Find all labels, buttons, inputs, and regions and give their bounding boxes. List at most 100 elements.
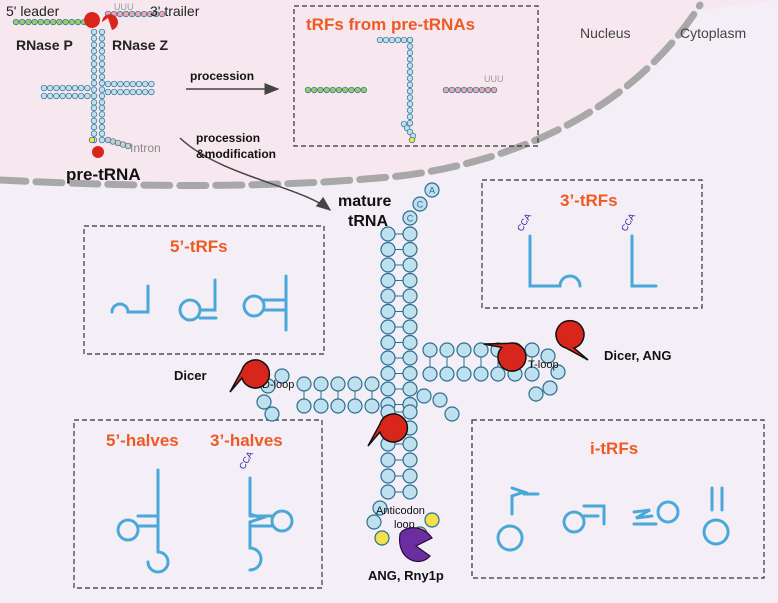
pre-stem-bead <box>90 48 98 55</box>
intron-bead <box>124 142 132 150</box>
intron-label: Intron <box>130 141 161 155</box>
pre-stem-bead <box>90 86 98 93</box>
dicer-t-loop-enzyme <box>483 342 527 372</box>
trailer-bead <box>122 10 130 18</box>
i-trf-fragment-4 <box>702 486 730 546</box>
mature-trna-structure: CCA <box>256 182 566 546</box>
five-trfs-title: 5’-tRFs <box>170 237 228 256</box>
pre-ac-bead <box>98 136 106 144</box>
pre-frag-arm-bead <box>406 36 414 44</box>
pre-d-arm-bead <box>78 84 85 92</box>
pre-d-arm-bead <box>40 84 48 92</box>
acceptor-stem-bead <box>402 365 418 382</box>
pre-frag-trailer-bead <box>484 86 492 94</box>
leader-bead <box>19 18 26 26</box>
pre-d-arm-bead <box>78 92 85 100</box>
three-trf-fragment-2 <box>630 234 658 288</box>
pre-d-arm-bead <box>40 92 48 100</box>
pre-frag-stem-bead <box>406 62 414 69</box>
acceptor-stem-bead <box>380 381 396 397</box>
pre-t-arm-bead <box>148 80 155 88</box>
pre-frag-stem-bead <box>406 43 414 50</box>
pre-t-arm-bead <box>135 80 143 88</box>
variable-loop-bead <box>416 388 432 404</box>
pre-frag-stem-bead <box>406 75 414 82</box>
acceptor-stem-bead <box>402 303 418 320</box>
leader-bead <box>74 18 82 26</box>
pre-frag-trailer-bead <box>448 86 456 94</box>
i-trf-fragment-3 <box>632 500 680 526</box>
t-loop-bead <box>540 348 556 364</box>
acceptor-stem-bead <box>402 288 418 304</box>
pre-frag-leader-bead <box>317 86 324 94</box>
acceptor-stem-bead <box>380 288 396 304</box>
t-loop-bead <box>528 386 544 402</box>
acceptor-stem-bead <box>402 272 418 289</box>
pre-trna-uuu: UUU <box>114 2 134 12</box>
pre-ac-bead <box>98 111 106 118</box>
trailer-bead <box>146 10 154 18</box>
trailer-bead <box>140 10 148 18</box>
cca-bead <box>402 210 418 226</box>
leader-bead-chain <box>12 18 88 26</box>
pre-frag-stem-bead <box>406 49 414 56</box>
pre-frag-leader-bead <box>304 86 312 94</box>
intron-splice-enzyme <box>92 146 104 158</box>
five-trfs-box <box>83 225 325 355</box>
acceptor-stem-bead <box>380 303 396 320</box>
anticodon-stem-bead <box>402 404 418 420</box>
pre-trna-label: pre-tRNA <box>66 165 141 184</box>
five-halves-title: 5’-halves <box>106 431 179 450</box>
acceptor-stem-bead <box>380 334 396 351</box>
pre-ac-bead <box>90 130 98 137</box>
pre-d-arm-bead <box>59 84 66 92</box>
rny1p-enzyme <box>399 527 433 563</box>
three-halves-title: 3’-halves <box>210 431 283 450</box>
d-arm-bead <box>364 376 380 392</box>
anticodon-stem-enzyme <box>367 413 409 447</box>
five-trf-fragments <box>110 274 288 332</box>
pre-d-arm-bead <box>84 84 91 92</box>
acceptor-stem-bead <box>402 241 418 258</box>
pre-stem-bead <box>90 73 98 80</box>
t-arm-bead <box>473 366 489 382</box>
i-trf-fragment-1 <box>496 486 540 552</box>
rnase-p-label: RNase P <box>16 37 73 53</box>
five-trf-fragment-1 <box>110 284 150 314</box>
acceptor-stem-bead <box>380 241 396 258</box>
pre-frag-leader-bead <box>311 86 318 94</box>
leader-bead <box>68 18 75 26</box>
pre-d-arm-bead <box>65 84 72 92</box>
pre-ac-bead <box>98 117 106 124</box>
pre-trna-structure <box>12 10 166 158</box>
d-arm-bead <box>347 398 363 414</box>
cca-letter: C <box>417 200 424 210</box>
anticodon-loop-bead <box>372 500 388 516</box>
trailer-bead <box>134 10 142 18</box>
pre-frag-stem-bead <box>406 107 414 114</box>
mature-label-1: mature <box>338 193 391 210</box>
d-loop-bead <box>264 406 280 422</box>
procession-modification-label-2: &modification <box>196 147 276 161</box>
dicer-ang-label: Dicer, ANG <box>604 348 671 363</box>
five-trf-fragment-2 <box>178 278 218 322</box>
procession-modification-arrow <box>179 137 332 211</box>
leader-bead <box>43 18 51 26</box>
t-arm-bead <box>439 366 455 382</box>
acceptor-stem-bead <box>402 319 418 335</box>
pre-t-arm-bead <box>104 80 112 88</box>
pre-trna-trfs-title: tRFs from pre-tRNAs <box>306 15 475 34</box>
cca-bead <box>412 196 428 212</box>
procession-modification-label-1: procession <box>196 131 260 145</box>
pre-frag-trailer-bead <box>466 86 474 94</box>
pre-d-arm-bead <box>53 84 60 92</box>
pre-ac-bead <box>98 130 106 137</box>
three-trf-fragments <box>528 234 658 288</box>
pre-stem-bead <box>98 60 106 68</box>
t-loop-bead <box>542 380 558 396</box>
dicer-label: Dicer <box>174 368 207 383</box>
acceptor-stem-bead <box>402 350 418 366</box>
acceptor-stem-bead <box>402 381 418 397</box>
pre-frag-leader-bead <box>335 86 343 94</box>
